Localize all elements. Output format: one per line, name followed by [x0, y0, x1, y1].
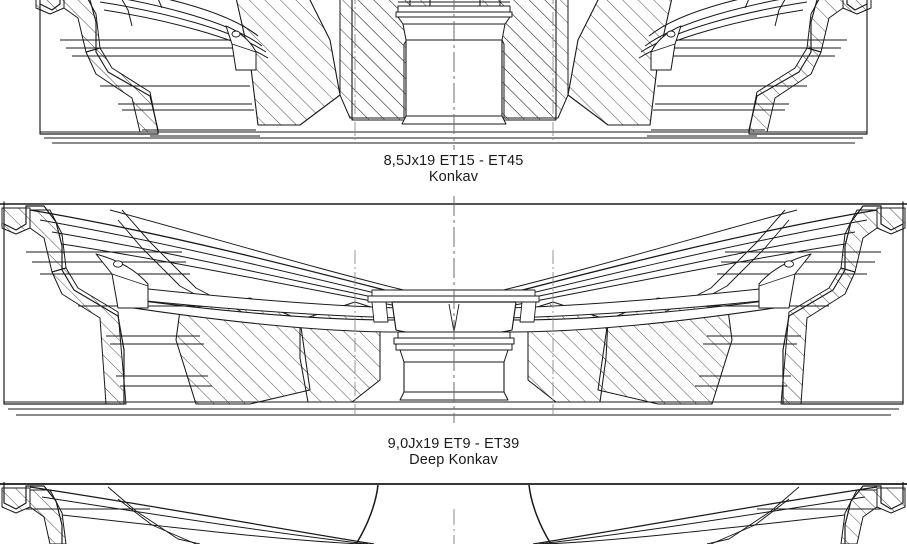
wheel-specification-label: 9,0Jx19 ET9 - ET39 [387, 436, 520, 452]
wheel-specification-label: 8,5Jx19 ET15 - ET45 [383, 153, 524, 169]
wheel-cross-section-90jx19 [0, 190, 907, 423]
wheel-cross-section-partial [0, 473, 907, 544]
wheel-cross-section-85jx19 [0, 0, 907, 150]
wheel-profile-label: Konkav [428, 169, 479, 186]
wheel-profile-label: Deep Konkav [409, 452, 498, 469]
caption-90jx19: 9,0Jx19 ET9 - ET39 Deep Konkav [0, 436, 907, 468]
caption-85jx19: 8,5Jx19 ET15 - ET45 Konkav [0, 153, 907, 185]
